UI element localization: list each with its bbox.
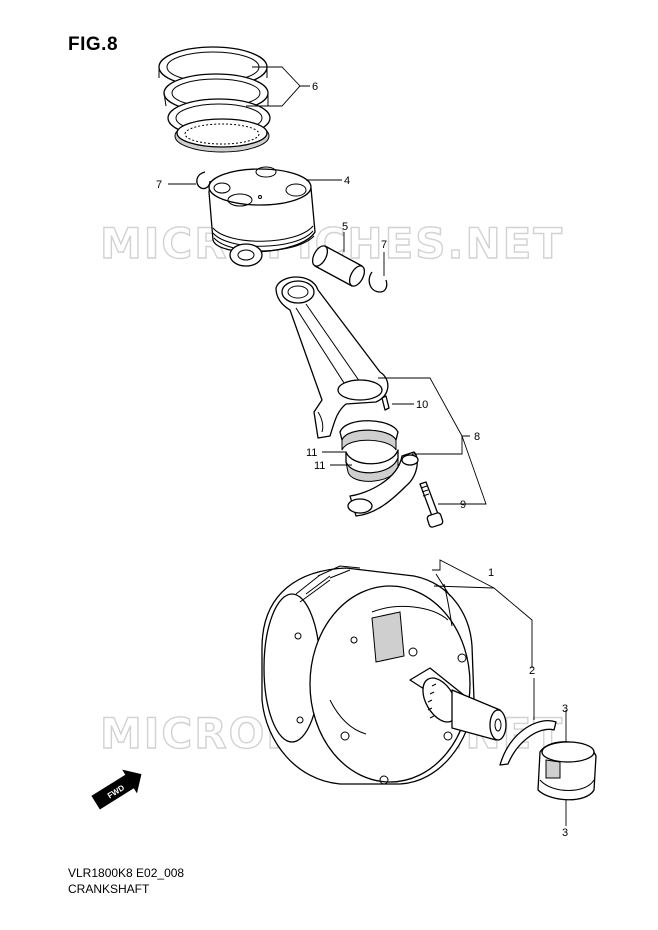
callout-2: 2 xyxy=(529,665,535,677)
figure-title: FIG.8 xyxy=(68,34,119,55)
crankshaft-journal xyxy=(409,667,507,741)
callout-8: 8 xyxy=(474,431,480,443)
model-code: VLR1800K8 E02_008 xyxy=(68,866,185,880)
crank-bearing xyxy=(537,741,597,801)
stud xyxy=(381,395,390,411)
crankshaft xyxy=(261,565,475,785)
piston-pin xyxy=(311,245,366,287)
bearing-shell-upper xyxy=(339,420,399,451)
callout-10: 10 xyxy=(416,399,428,411)
callout-3-top: 3 xyxy=(562,703,568,715)
leader-lines xyxy=(168,66,567,826)
piston xyxy=(208,166,316,267)
callout-7-right: 7 xyxy=(381,239,387,251)
callout-11-upper: 11 xyxy=(306,447,317,459)
callout-4: 4 xyxy=(344,175,350,187)
connecting-rod-cap xyxy=(347,451,419,517)
callout-11-lower: 11 xyxy=(314,460,325,472)
callout-1: 1 xyxy=(488,567,494,579)
con-rod-bolt xyxy=(419,481,444,528)
circlip-right xyxy=(368,271,388,293)
connecting-rod xyxy=(275,276,389,439)
callout-5: 6 xyxy=(312,81,318,93)
piston-rings xyxy=(158,46,271,153)
circlip-left xyxy=(196,171,211,190)
callout-3-bottom: 3 xyxy=(562,827,568,839)
callout-6: 5 xyxy=(342,221,348,233)
section-name: CRANKSHAFT xyxy=(68,882,150,896)
callout-9: 9 xyxy=(460,499,466,511)
thrust-washer xyxy=(499,720,557,766)
fwd-arrow-badge: FWD xyxy=(91,769,142,810)
callout-7-left: 7 xyxy=(156,179,162,191)
